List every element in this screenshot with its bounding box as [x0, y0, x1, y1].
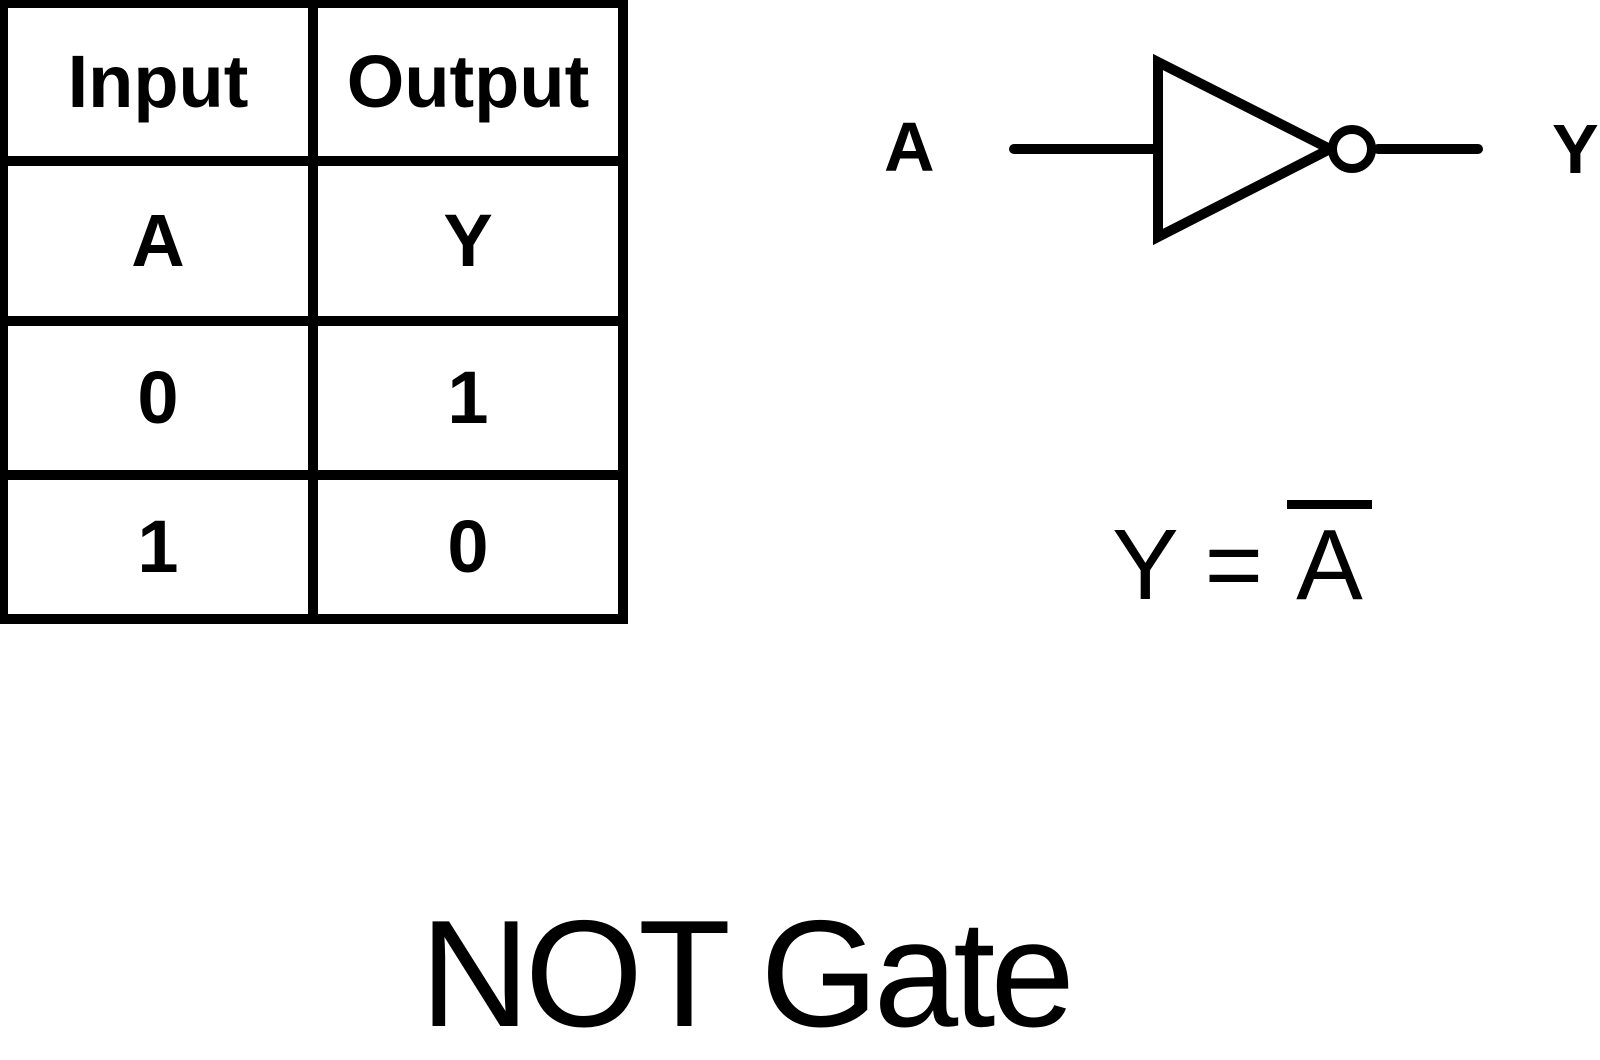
truth-table-cell-input-1: 1 [0, 470, 318, 624]
inverter-triangle [1153, 53, 1342, 246]
boolean-equation: Y =A [1112, 500, 1372, 615]
truth-table-header-input: Input [0, 0, 318, 166]
not-gate-icon [1009, 53, 1483, 246]
gate-input-label: A [884, 108, 935, 186]
gate-output-label: Y [1552, 110, 1599, 188]
equation-prefix: Y = [1112, 509, 1264, 621]
truth-table-row: 0 1 [0, 316, 628, 480]
truth-table: Input Output A Y 0 1 1 0 [0, 0, 628, 624]
figure-title: NOT Gate [420, 889, 1075, 1059]
truth-table-signal-output: Y [308, 156, 628, 326]
truth-table-header-output: Output [308, 0, 628, 166]
truth-table-cell-output-1: 0 [308, 470, 628, 624]
truth-table-signal-input: A [0, 156, 318, 326]
truth-table-row: 1 0 [0, 470, 628, 624]
inversion-bubble [1328, 125, 1376, 173]
truth-table-header-row: Input Output [0, 0, 628, 166]
equation-overlined-symbol: A [1287, 500, 1372, 615]
truth-table-cell-output-0: 1 [308, 316, 628, 480]
truth-table-signal-row: A Y [0, 156, 628, 326]
truth-table-cell-input-0: 0 [0, 316, 318, 480]
